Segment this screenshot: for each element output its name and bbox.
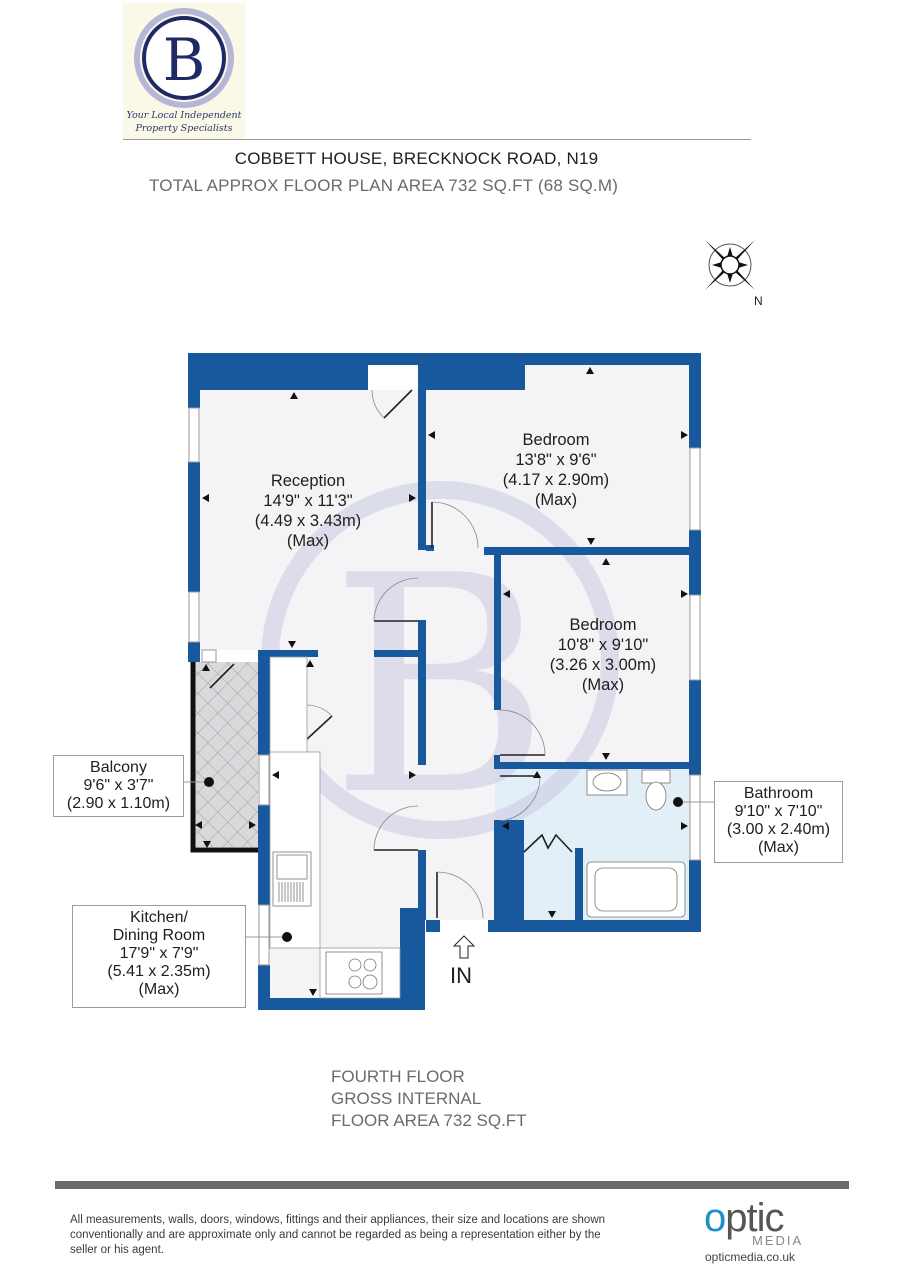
toilet-cistern-icon: [641, 769, 671, 784]
bedroom-1-floor: [420, 365, 690, 550]
balcony-railing: [190, 662, 258, 853]
callout-balcony: Balcony 9'6" x 3'7" (2.90 x 1.10m): [53, 755, 184, 817]
floor-info-line-3: FLOOR AREA 732 SQ.FT: [331, 1111, 527, 1130]
toilet-icon: [645, 781, 667, 811]
agency-monogram-icon: B: [134, 8, 234, 108]
room-label-bedroom-2: Bedroom 10'8" x 9'10" (3.26 x 3.00m) (Ma…: [523, 615, 683, 695]
callout-bathroom: Bathroom 9'10" x 7'10" (3.00 x 2.40m) (M…: [714, 781, 843, 863]
room-note: (Max): [581, 676, 625, 694]
room-dims-metric: (4.17 x 2.90m): [502, 471, 610, 489]
logo-tagline: Your Local Independent Property Speciali…: [123, 109, 245, 135]
room-dims-metric: (3.26 x 3.00m): [549, 656, 657, 674]
entrance-arrow-icon: [452, 935, 476, 959]
floor-info-line-1: FOURTH FLOOR: [331, 1067, 465, 1086]
header-divider: [123, 139, 751, 140]
total-area-subtitle: TOTAL APPROX FLOOR PLAN AREA 732 SQ.FT (…: [149, 176, 619, 195]
svg-text:B: B: [330, 512, 550, 861]
room-name: Reception: [270, 472, 346, 490]
room-note: (Max): [138, 981, 180, 998]
windows: [188, 407, 701, 966]
room-note: (Max): [534, 491, 578, 509]
floor-info: FOURTH FLOOR GROSS INTERNAL FLOOR AREA 7…: [331, 1066, 527, 1132]
footer-divider: [55, 1181, 849, 1189]
callout-leaders: [183, 781, 715, 938]
room-markers: [204, 777, 683, 942]
room-dims-metric: (4.49 x 3.43m): [254, 512, 362, 530]
entrance-label: IN: [450, 963, 472, 988]
room-label-bedroom-1: Bedroom 13'8" x 9'6" (4.17 x 2.90m) (Max…: [486, 430, 626, 510]
room-dims-metric: (3.00 x 2.40m): [726, 821, 831, 838]
room-dims-imperial: 9'6" x 3'7": [83, 777, 154, 794]
kitchen-counters: [269, 656, 401, 999]
sink-icon: [272, 851, 312, 907]
hob-icon: [325, 951, 383, 995]
floor-info-line-2: GROSS INTERNAL: [331, 1089, 482, 1108]
reception-floor: [200, 390, 420, 650]
brand-sub: MEDIA: [752, 1233, 803, 1248]
property-title-text: COBBETT HOUSE, BRECKNOCK ROAD, N19: [234, 149, 599, 168]
room-dims-imperial: 17'9" x 7'9": [119, 945, 199, 962]
room-dims-imperial: 13'8" x 9'6": [515, 451, 597, 469]
compass-north-label: N: [754, 294, 763, 308]
optic-media-logo: optic MEDIA: [704, 1196, 803, 1248]
disclaimer-text: All measurements, walls, doors, windows,…: [70, 1214, 606, 1256]
room-name-line-2: Dining Room: [112, 927, 206, 944]
room-name: Bathroom: [743, 785, 814, 802]
room-label-reception: Reception 14'9" x 11'3" (4.49 x 3.43m) (…: [238, 471, 378, 551]
bathroom-fittings: [586, 769, 686, 918]
room-name-line-1: Kitchen/: [130, 909, 188, 926]
room-dims-imperial: 10'8" x 9'10": [557, 636, 649, 654]
tagline-line-1: Your Local Independent: [126, 110, 242, 121]
room-dims-metric: (5.41 x 2.35m): [107, 963, 211, 980]
logo-letter: B: [163, 26, 206, 94]
balcony-floor: [193, 662, 258, 847]
room-dims-metric: (2.90 x 1.10m): [66, 795, 171, 812]
callout-kitchen: Kitchen/ Dining Room 17'9" x 7'9" (5.41 …: [72, 905, 246, 1008]
tagline-line-2: Property Specialists: [135, 123, 233, 134]
agency-logo: B Your Local Independent Property Specia…: [123, 3, 245, 139]
room-dims-imperial: 14'9" x 11'3": [263, 492, 353, 510]
room-dims-imperial: 9'10" x 7'10": [734, 803, 823, 820]
brand-url: opticmedia.co.uk: [705, 1250, 796, 1264]
brand-word: optic: [704, 1196, 784, 1240]
walls: [188, 353, 701, 1010]
property-title: COBBETT HOUSE, BRECKNOCK ROAD, N19: [0, 149, 905, 169]
compass-icon: [705, 240, 755, 290]
room-name: Bedroom: [522, 431, 590, 449]
room-note: (Max): [758, 839, 799, 856]
hallway-floor: [420, 550, 500, 920]
room-name: Balcony: [90, 759, 147, 776]
room-name: Bedroom: [569, 616, 637, 634]
doors: [209, 389, 573, 919]
room-note: (Max): [286, 532, 330, 550]
measure-arrows: [195, 367, 688, 996]
